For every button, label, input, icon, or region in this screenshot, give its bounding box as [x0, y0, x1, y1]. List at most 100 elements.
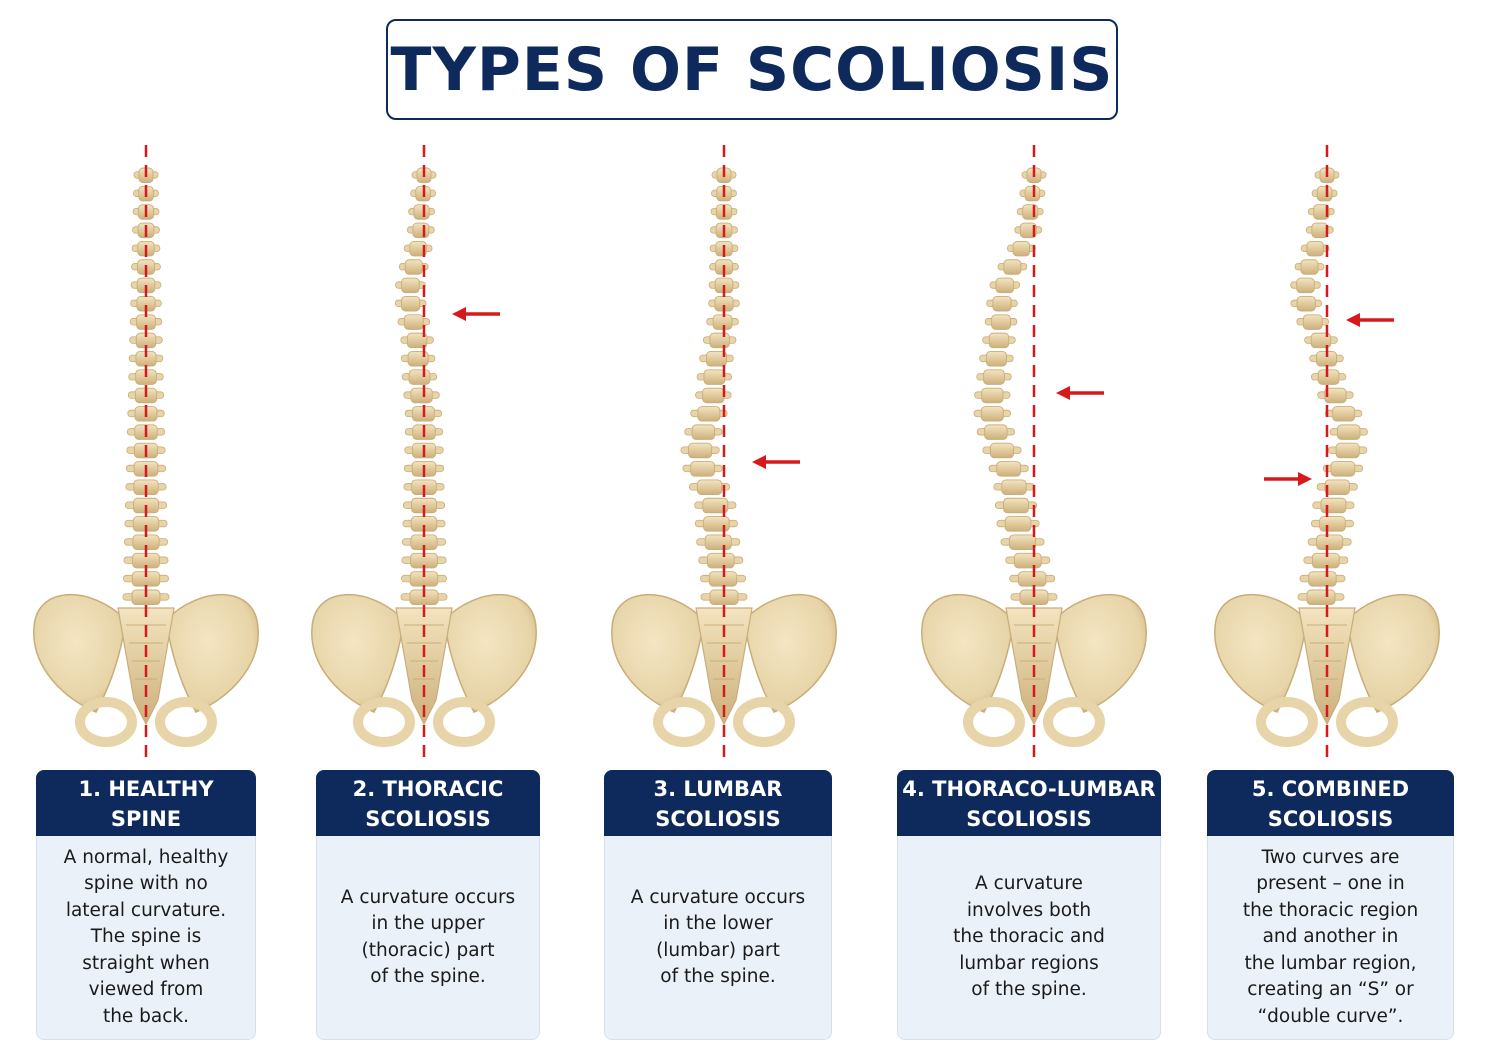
panel-heading-line: SCOLIOSIS — [655, 807, 781, 831]
curvature-arrow-left-icon — [1346, 313, 1360, 327]
vertebral-body — [985, 351, 1007, 367]
vertebral-body — [1324, 387, 1347, 404]
right-iliac-wing — [1346, 593, 1440, 713]
vertebra — [397, 314, 431, 330]
vertebral-body — [688, 442, 713, 459]
page-title: TYPES OF SCOLIOSIS — [390, 34, 1114, 105]
vertebra — [706, 314, 739, 330]
panel-description-line: lateral curvature. — [65, 899, 227, 921]
panel-description-line: The spine is — [90, 926, 202, 948]
panel-description-line: in the upper — [371, 913, 485, 934]
vertebral-body — [709, 332, 730, 349]
vertebra — [1304, 332, 1338, 349]
panel-description-line: the thoracic and — [953, 926, 1105, 948]
vertebral-body — [1313, 204, 1330, 220]
vertebra — [1000, 534, 1045, 550]
panel-description-line: (thoracic) part — [361, 939, 495, 961]
left-iliac-wing — [33, 593, 127, 713]
vertebral-body — [988, 332, 1010, 349]
vertebra — [1328, 442, 1368, 459]
vertebral-body — [702, 387, 725, 404]
vertebra — [1297, 589, 1345, 606]
panel-description-line: (lumbar) part — [656, 939, 780, 961]
vertebra — [123, 571, 169, 587]
panel-description-line: spine with no — [84, 873, 208, 895]
vertebra — [394, 295, 427, 312]
spine-figure — [921, 145, 1147, 758]
vertebral-body — [1019, 222, 1037, 239]
panel-description-line: of the spine. — [660, 966, 776, 987]
vertebra — [1299, 571, 1346, 587]
panel-heading-line: SCOLIOSIS — [365, 807, 491, 831]
vertebral-body — [703, 516, 730, 532]
vertebra — [1290, 295, 1322, 312]
vertebra — [996, 516, 1040, 532]
curvature-arrow-right-icon — [1298, 472, 1312, 486]
vertebral-body — [1004, 516, 1032, 532]
vertebral-body — [1300, 259, 1319, 275]
pelvis — [1214, 593, 1440, 747]
spine-figure — [33, 145, 259, 758]
vertebral-body — [1332, 406, 1356, 422]
vertebra — [1016, 204, 1044, 220]
vertebra — [403, 461, 445, 477]
panel-description-line: straight when — [82, 952, 210, 974]
vertebra — [699, 351, 734, 367]
panel-description-line: the back. — [102, 1005, 190, 1027]
panel-description-line: the lumbar region, — [1244, 952, 1417, 974]
vertebral-body — [1012, 240, 1031, 257]
vertebra — [122, 589, 170, 606]
vertebra — [694, 497, 737, 514]
vertebra — [1019, 185, 1046, 202]
vertebra — [984, 314, 1018, 330]
left-iliac-wing — [311, 593, 405, 713]
vertebra — [976, 424, 1015, 440]
vertebral-body — [1296, 277, 1315, 294]
vertebra — [129, 332, 163, 349]
right-obturator-ring — [433, 697, 495, 747]
vertebra — [128, 351, 164, 367]
vertebral-body — [1306, 240, 1324, 257]
vertebral-body — [412, 222, 430, 239]
vertebra — [1290, 277, 1321, 294]
vertebra — [1309, 351, 1344, 367]
vertebral-body — [413, 204, 430, 220]
spine-figure — [311, 145, 537, 758]
vertebral-body — [408, 369, 431, 385]
panel-heading-line: 4. THORACO-LUMBAR — [902, 777, 1156, 801]
vertebra — [682, 461, 723, 477]
vertebral-body — [1335, 442, 1360, 459]
panel-description-line: the thoracic region — [1242, 899, 1419, 921]
vertebra — [1007, 240, 1036, 257]
vertebral-body — [992, 295, 1012, 312]
left-obturator-ring — [653, 697, 715, 747]
vertebra — [1311, 185, 1338, 202]
vertebral-body — [703, 369, 726, 385]
vertebra — [403, 240, 433, 257]
vertebral-body — [410, 387, 433, 404]
vertebral-body — [981, 387, 1004, 404]
panel-description-line: of the spine. — [971, 979, 1087, 1001]
panel-description-line: present – one in — [1256, 873, 1405, 895]
vertebra — [1300, 240, 1330, 257]
vertebral-body — [706, 351, 727, 367]
panel-heading-line: SPINE — [110, 807, 182, 831]
panel-heading-line: 5. COMBINED — [1251, 777, 1410, 801]
vertebra — [1329, 424, 1368, 440]
vertebral-body — [1311, 222, 1329, 239]
left-obturator-ring — [1256, 697, 1318, 747]
vertebral-column — [394, 167, 448, 606]
vertebral-body — [983, 369, 1005, 385]
vertebral-column — [973, 167, 1058, 606]
right-obturator-ring — [733, 697, 795, 747]
vertebral-body — [995, 277, 1015, 294]
vertebra — [408, 204, 435, 220]
vertebra — [702, 332, 737, 349]
panel-description-line: and another in — [1262, 926, 1399, 948]
